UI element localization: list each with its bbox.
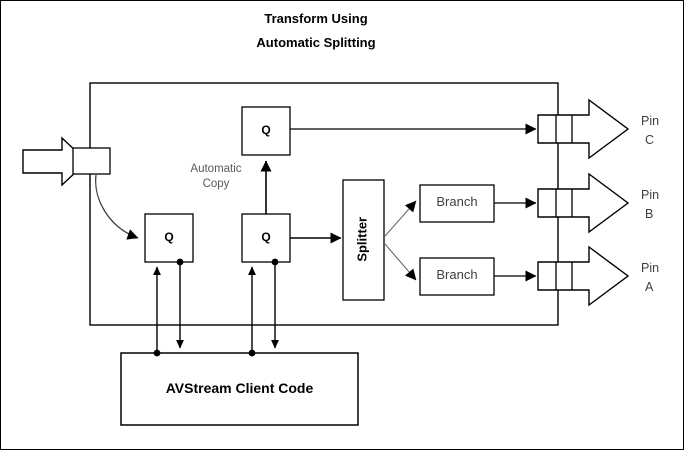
automatic-copy-label-line1: Automatic bbox=[190, 163, 242, 175]
pin-a-label-line2: A bbox=[645, 280, 654, 294]
pin-a-label-line1: Pin bbox=[641, 261, 660, 275]
page-title-line1: Transform Using bbox=[264, 11, 368, 26]
branch-label-lower: Branch bbox=[436, 267, 478, 282]
pin-c-label-line1: Pin bbox=[641, 114, 660, 128]
automatic-copy-label-line2: Copy bbox=[202, 178, 230, 190]
pin-c-label-line2: C bbox=[645, 133, 655, 147]
client-code-label: AVStream Client Code bbox=[165, 380, 314, 396]
pin-b-label-line1: Pin bbox=[641, 188, 660, 202]
splitter-label: Splitter bbox=[354, 216, 370, 262]
queue-label-input: Q bbox=[164, 230, 174, 244]
branch-label-upper: Branch bbox=[436, 194, 478, 209]
page-title-line2: Automatic Splitting bbox=[256, 35, 376, 50]
pin-b-label-line2: B bbox=[645, 207, 654, 221]
queue-label-main: Q bbox=[261, 230, 271, 244]
queue-label-copy: Q bbox=[261, 123, 271, 137]
